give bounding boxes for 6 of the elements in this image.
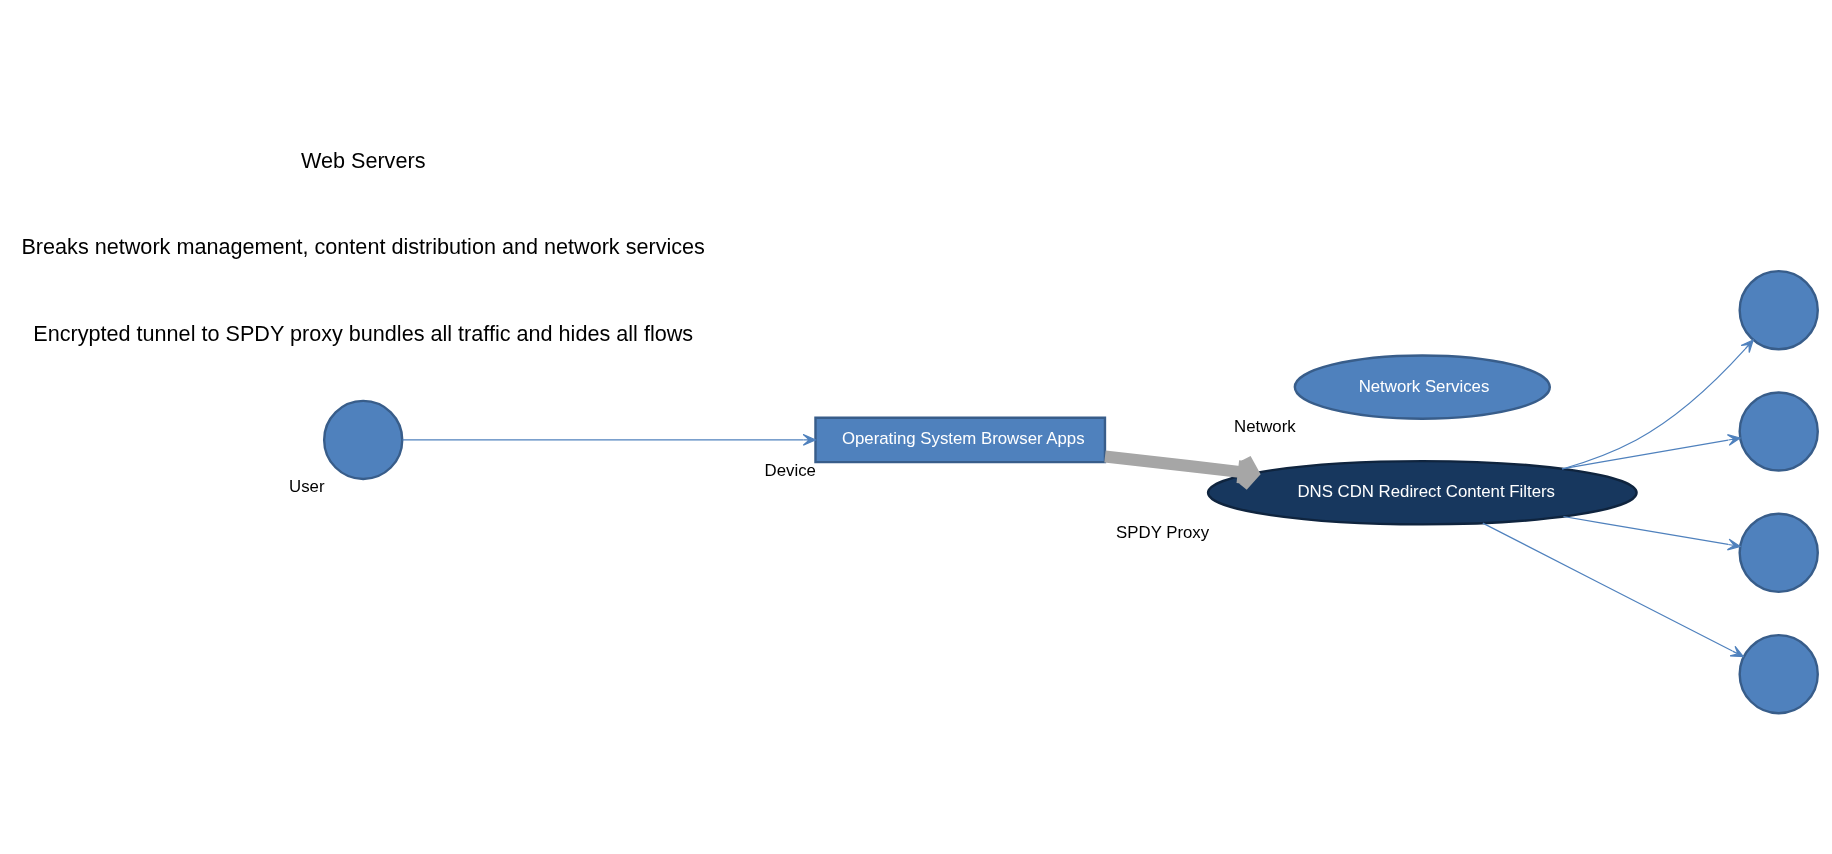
node-label: Network bbox=[1234, 416, 1296, 436]
label: Breaks network management, content distribution and network services bbox=[21, 234, 705, 260]
label: Web Servers bbox=[300, 147, 426, 173]
node-label: User bbox=[289, 477, 325, 497]
node-label: Device bbox=[764, 460, 816, 480]
label: Encrypted tunnel to SPDY proxy bundles all traffic and hides all flows bbox=[33, 320, 694, 346]
